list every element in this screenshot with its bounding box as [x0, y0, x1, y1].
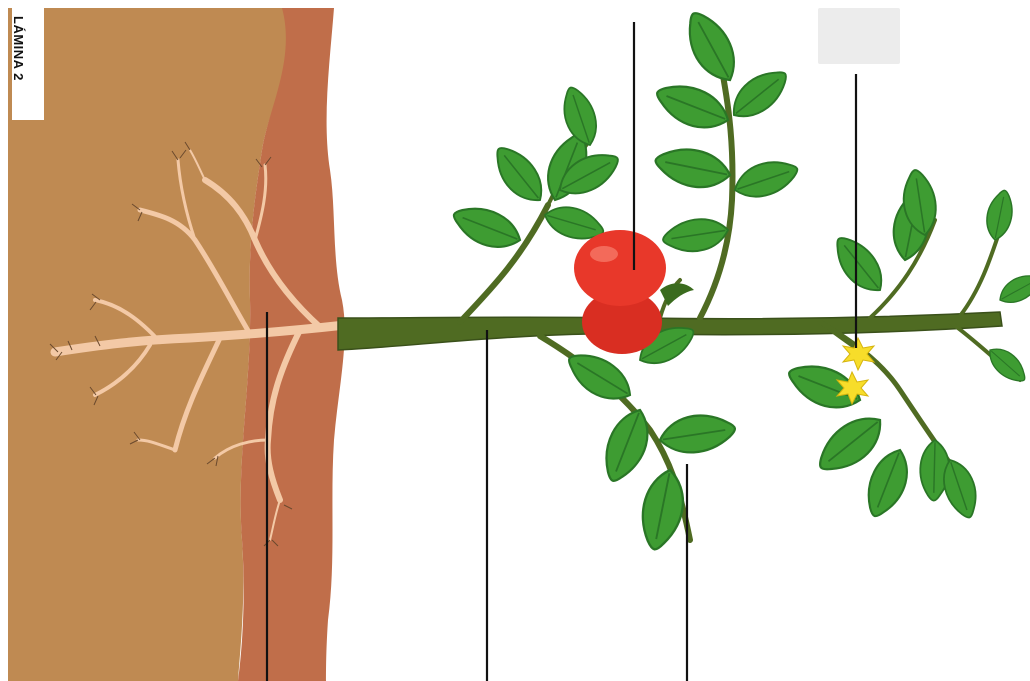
leaves	[448, 5, 1030, 553]
flower-label-box[interactable]	[818, 8, 900, 64]
sheet-label: LÁMINA 2	[11, 16, 26, 81]
